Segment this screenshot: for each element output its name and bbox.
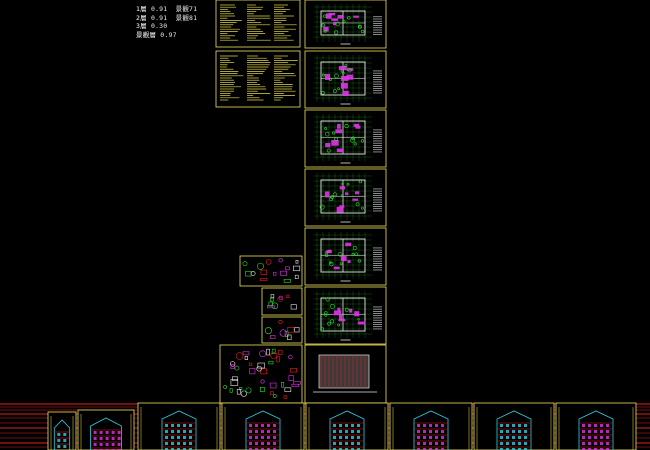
elevation-2[interactable] <box>77 409 135 450</box>
plan-1[interactable] <box>304 0 387 49</box>
legend-row-extra: 景觀81 <box>175 13 198 22</box>
elevation-6[interactable] <box>389 402 473 450</box>
legend-row-name: 2層 <box>136 13 147 22</box>
floor-plan-sheets <box>304 0 387 345</box>
legend-row-value: 0.30 <box>150 22 168 31</box>
legend-row-value: 0.91 <box>150 5 168 13</box>
elevation-4[interactable] <box>221 402 305 450</box>
detail-sheet-1[interactable] <box>239 255 303 287</box>
elevation-3[interactable] <box>137 402 221 450</box>
plan-3[interactable] <box>304 109 387 168</box>
plan-2[interactable] <box>304 50 387 109</box>
plan-6[interactable] <box>304 286 387 345</box>
legend-row-name: 3層 <box>136 22 147 31</box>
legend-row-name: 1層 <box>136 5 147 13</box>
legend-row: 景觀層 0.97 <box>136 31 197 40</box>
elevation-sheets <box>47 402 637 450</box>
detail-sheets <box>219 255 387 404</box>
legend-row-value: 0.97 <box>160 30 177 39</box>
elevation-7[interactable] <box>555 402 637 450</box>
legend-row: 1層 0.91 景觀71 <box>136 5 197 14</box>
legend-row: 3層 0.30 <box>136 22 197 31</box>
elevation-7[interactable] <box>473 402 555 450</box>
elevation-1[interactable] <box>47 411 77 450</box>
plan-4[interactable] <box>304 168 387 227</box>
design-notes-sheet-2[interactable] <box>215 50 301 108</box>
notes-sheets <box>215 0 301 108</box>
detail-sheet-3[interactable] <box>261 316 303 344</box>
detail-sheet-2[interactable] <box>261 287 303 316</box>
legend-row: 2層 0.91 景觀81 <box>136 14 197 23</box>
section-sheet[interactable] <box>304 344 387 404</box>
design-notes-sheet-1[interactable] <box>215 0 301 48</box>
plan-5[interactable] <box>304 227 387 286</box>
elevation-5[interactable] <box>305 402 389 450</box>
legend-row-extra: 景觀71 <box>175 5 198 13</box>
legend-row-name: 景觀層 <box>136 30 157 39</box>
legend-row-value: 0.91 <box>150 13 168 22</box>
area-legend: 1層 0.91 景觀71 2層 0.91 景觀81 3層 0.30 景觀層 0.… <box>136 5 197 39</box>
detail-sheet-4[interactable] <box>219 344 303 404</box>
